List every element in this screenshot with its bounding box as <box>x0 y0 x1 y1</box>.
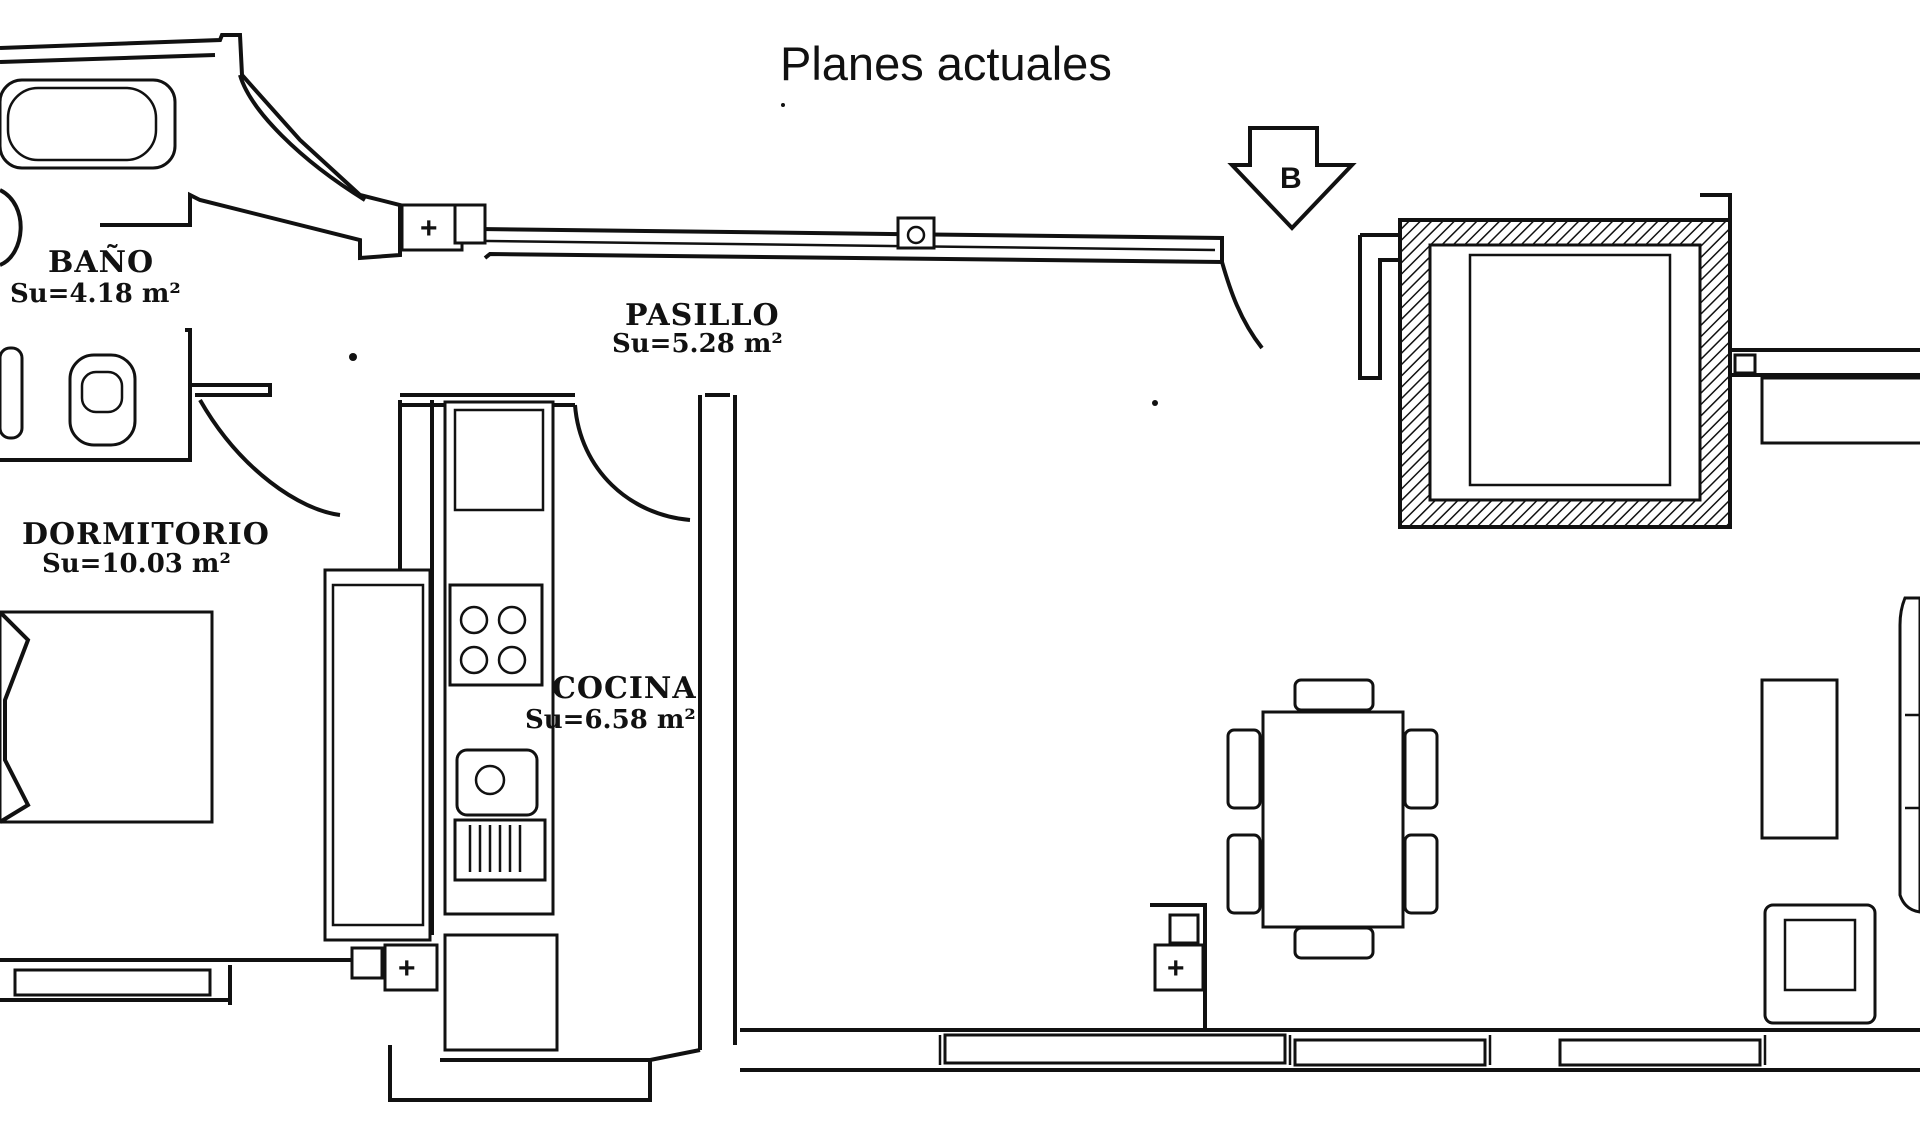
corridor-wall: + <box>399 203 1264 350</box>
bidet <box>0 346 24 440</box>
outlet-kitchen <box>383 943 439 992</box>
switch-top-left <box>453 203 487 245</box>
bed <box>0 610 214 824</box>
bathtub <box>0 78 177 170</box>
chair <box>1293 678 1375 712</box>
section-marker-b: B <box>1227 126 1357 231</box>
cooktop <box>448 583 544 687</box>
outlet-symbol: + <box>420 212 438 245</box>
pasillo-label: PASILLO <box>625 298 780 333</box>
dormitorio-area: Su=10.03 m² <box>42 549 231 579</box>
bedroom <box>0 399 365 1005</box>
chair <box>1226 728 1262 810</box>
bathroom <box>0 33 402 462</box>
outlet-top-left <box>400 203 464 252</box>
kitchen-door-swing <box>573 404 691 522</box>
dormitorio-label: DORMITORIO <box>22 517 270 552</box>
wardrobe <box>323 568 432 942</box>
plan-title: Planes actuales <box>780 37 1112 90</box>
chair <box>1226 833 1262 915</box>
toilet <box>68 353 137 447</box>
cocina-area: Su=6.58 m² <box>525 705 696 735</box>
outlet-symbol-living: + <box>1167 952 1185 985</box>
bano-label: BAÑO <box>48 244 154 280</box>
kitchen: + <box>323 393 737 1102</box>
kitchen-sink <box>455 748 539 817</box>
sink <box>0 188 23 267</box>
cocina-label: COCINA <box>552 671 697 706</box>
outlet-symbol-kitchen: + <box>398 952 416 985</box>
entrance-door-swing <box>1220 261 1264 350</box>
pasillo-area: Su=5.28 m² <box>612 329 783 359</box>
dining-table <box>1261 710 1405 929</box>
chair <box>1293 926 1375 960</box>
structural-shaft <box>1358 193 1920 529</box>
armchair <box>1763 903 1877 1025</box>
sofa <box>1898 596 1920 914</box>
appliance <box>443 933 559 1052</box>
bano-area: Su=4.18 m² <box>10 279 181 309</box>
living-dining: + <box>740 596 1920 1072</box>
coffee-table <box>1760 678 1839 840</box>
chair <box>1403 833 1439 915</box>
bedroom-door-swing <box>198 399 341 517</box>
section-marker-label: B <box>1280 162 1302 195</box>
chair <box>1403 728 1439 810</box>
outlet-living <box>1153 943 1205 992</box>
